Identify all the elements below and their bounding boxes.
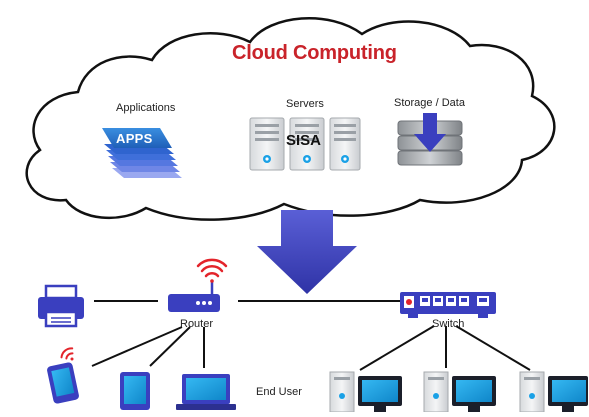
diagram-title: Cloud Computing bbox=[232, 42, 397, 64]
apps-icon-text: APPS bbox=[116, 131, 153, 146]
storage-database-icon bbox=[397, 113, 463, 166]
servers-label: Servers bbox=[286, 98, 324, 110]
laptop-icon bbox=[176, 374, 236, 410]
smartphone-icon bbox=[47, 362, 79, 404]
end-user-label: End User bbox=[256, 386, 302, 398]
apps-stack-icon bbox=[102, 128, 182, 178]
phone-wifi-icon bbox=[60, 347, 74, 361]
desktop-computer-icon bbox=[423, 371, 496, 413]
applications-label: Applications bbox=[116, 102, 176, 114]
router-wifi-icon bbox=[196, 258, 228, 283]
router-label: Router bbox=[180, 318, 214, 330]
servers-icon bbox=[249, 117, 361, 171]
tablet-icon bbox=[120, 372, 150, 410]
storage-label: Storage / Data bbox=[394, 97, 465, 109]
cloud-to-network-arrow bbox=[257, 210, 357, 294]
switch-icon bbox=[400, 292, 496, 318]
sisa-overlay-text: SISA bbox=[286, 132, 322, 149]
network-links bbox=[91, 300, 531, 371]
desktop-computer-icon bbox=[329, 371, 402, 413]
desktop-computer-icon bbox=[519, 371, 588, 413]
router-icon bbox=[168, 282, 220, 312]
printer-icon bbox=[38, 284, 84, 328]
switch-label: Switch bbox=[432, 318, 465, 330]
